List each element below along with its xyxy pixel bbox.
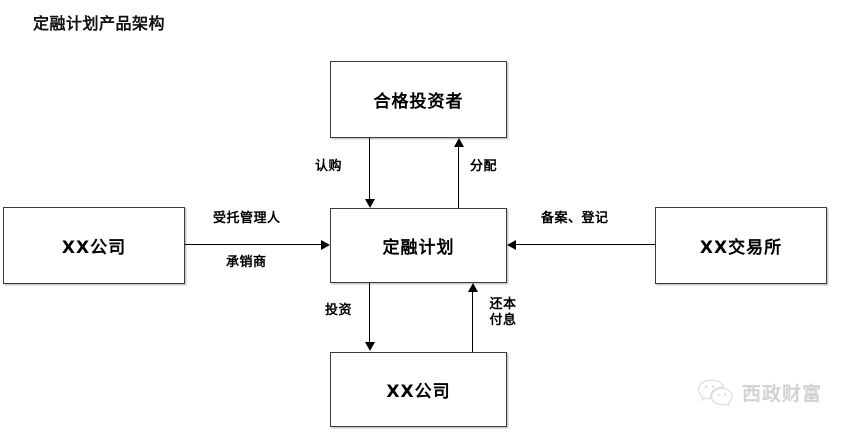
- page-title: 定融计划产品架构: [33, 14, 166, 33]
- node-financing-plan: 定融计划: [330, 208, 507, 283]
- arrowhead-right-trustee: [321, 240, 330, 250]
- edge-label-invest: 投资: [325, 303, 353, 318]
- connector-invest-line: [369, 283, 370, 343]
- edge-label-trustee: 受托管理人: [213, 211, 281, 226]
- node-label: XX公司: [61, 238, 127, 258]
- node-qualified-investor: 合格投资者: [330, 61, 507, 138]
- connector-trustee-line: [185, 244, 321, 245]
- connector-filing-line: [516, 244, 655, 245]
- edge-label-underwriter: 承销商: [226, 255, 267, 270]
- watermark-text: 西政财富: [742, 382, 823, 405]
- edge-label-filing: 备案、登记: [541, 211, 609, 226]
- node-company-bottom: XX公司: [330, 352, 507, 427]
- arrowhead-down-subscribe: [365, 199, 375, 208]
- edge-label-repay: 还本付息: [489, 297, 517, 329]
- node-label: XX交易所: [699, 238, 783, 258]
- node-company-left: XX公司: [3, 207, 185, 284]
- watermark: 西政财富: [697, 378, 822, 406]
- connector-repay-line: [472, 291, 473, 352]
- node-exchange: XX交易所: [655, 207, 827, 284]
- arrowhead-up-repay: [468, 283, 478, 292]
- connector-subscribe-line: [369, 138, 370, 200]
- arrowhead-down-invest: [365, 342, 375, 351]
- connector-distribute-line: [458, 146, 459, 208]
- edge-label-distribute: 分配: [470, 159, 498, 174]
- wechat-icon: [697, 378, 735, 406]
- arrowhead-up-distribute: [454, 138, 464, 147]
- node-label: XX公司: [386, 382, 451, 402]
- node-label: 定融计划: [382, 238, 455, 258]
- arrowhead-left-filing: [507, 240, 516, 250]
- node-label: 合格投资者: [373, 92, 464, 112]
- edge-label-subscribe: 认购: [315, 159, 343, 174]
